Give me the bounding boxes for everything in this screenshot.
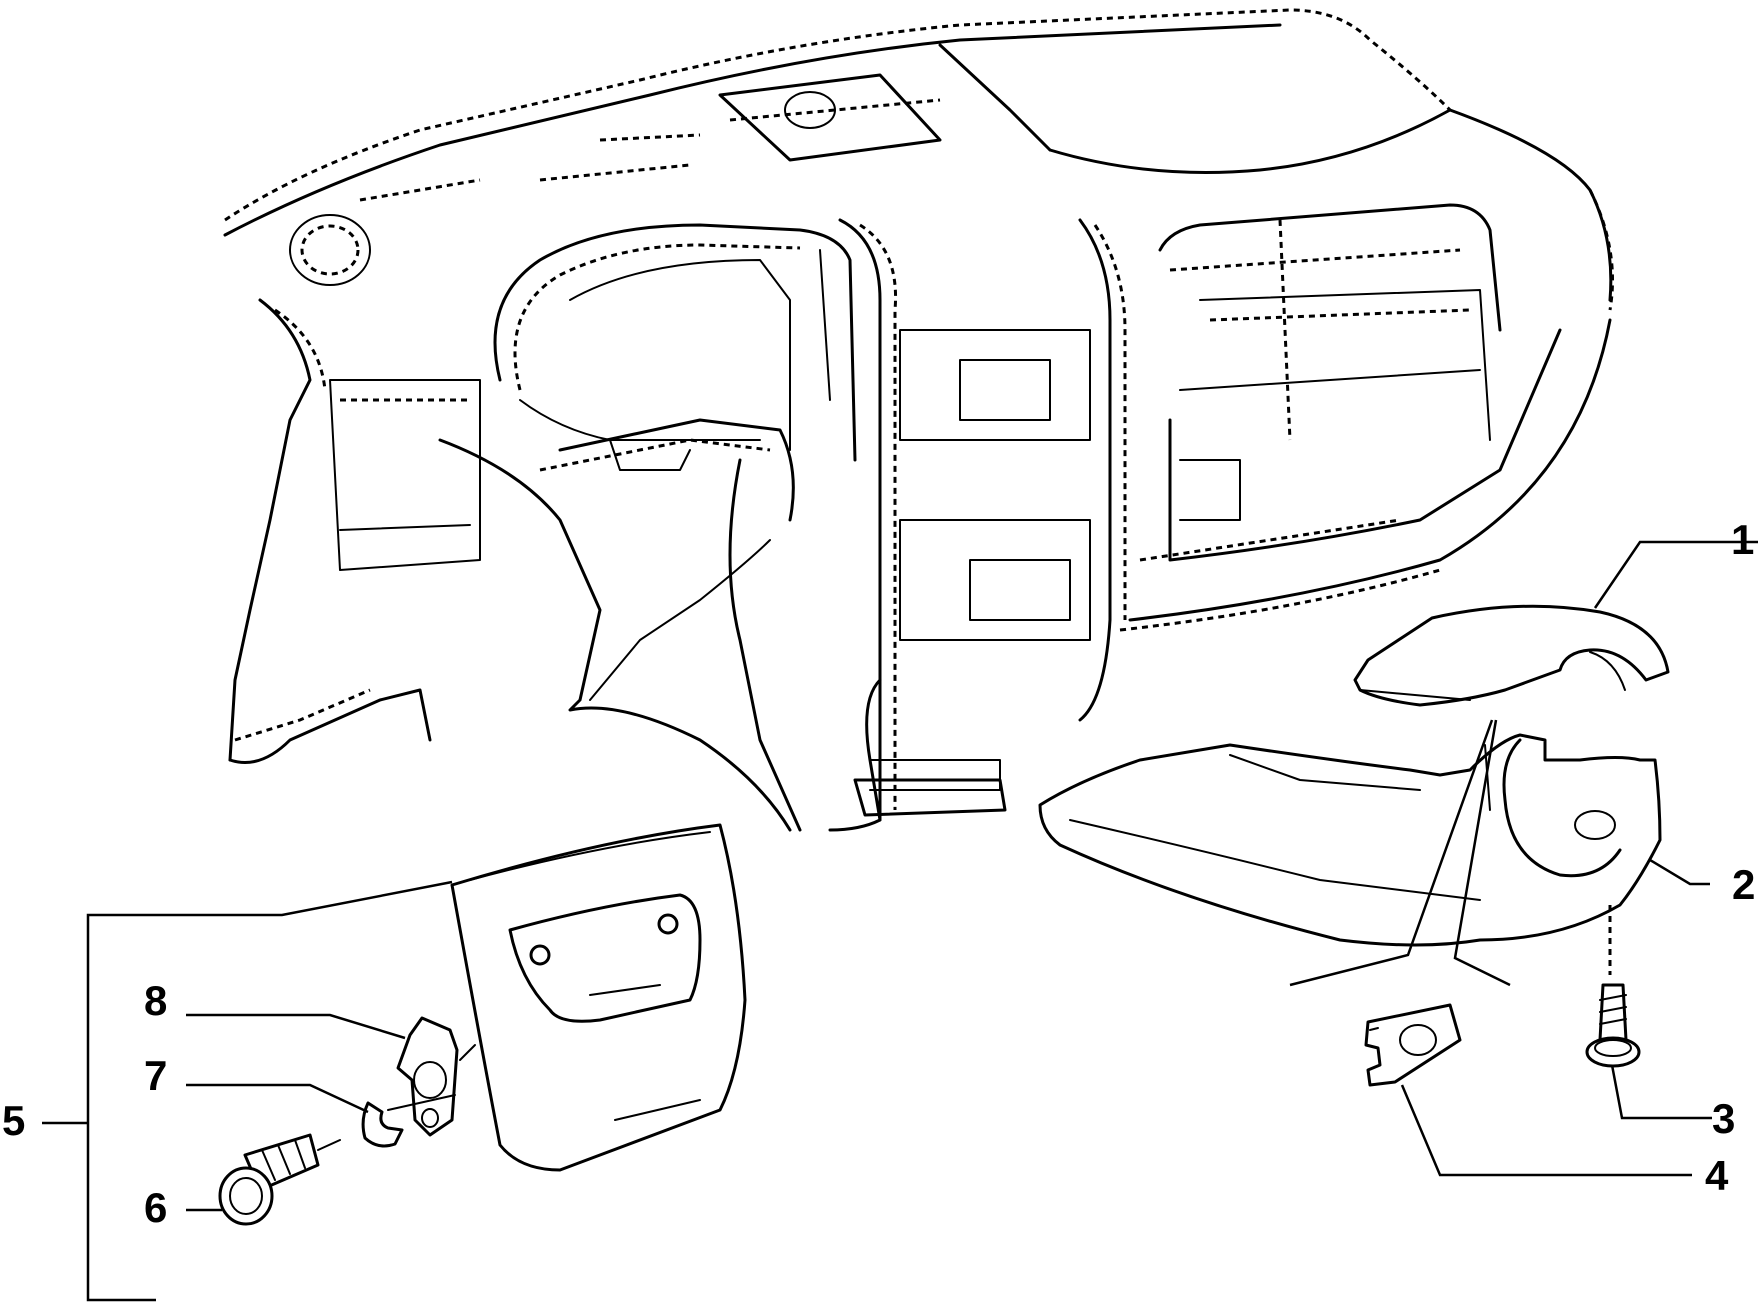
- dashboard-assembly: [223, 8, 1614, 832]
- callout-8: 8: [144, 977, 168, 1024]
- callout-4: 4: [1705, 1152, 1729, 1199]
- glovebox-lid: [450, 823, 747, 1172]
- latch-plate: [396, 1016, 476, 1137]
- callout-6: 6: [144, 1184, 168, 1231]
- retaining-clip: [361, 1094, 456, 1148]
- lower-steering-column-shroud: [1038, 733, 1662, 947]
- lock-cylinder: [218, 1133, 341, 1226]
- leader-lines: [42, 540, 1758, 1302]
- screw: [1585, 905, 1641, 1068]
- callout-5: 5: [2, 1097, 26, 1144]
- callout-1: 1: [1731, 516, 1755, 563]
- callout-3: 3: [1712, 1095, 1736, 1142]
- upper-steering-column-shroud: [1353, 604, 1670, 707]
- callout-2: 2: [1732, 861, 1756, 908]
- callout-7: 7: [144, 1052, 168, 1099]
- speed-clip: [1364, 1003, 1462, 1087]
